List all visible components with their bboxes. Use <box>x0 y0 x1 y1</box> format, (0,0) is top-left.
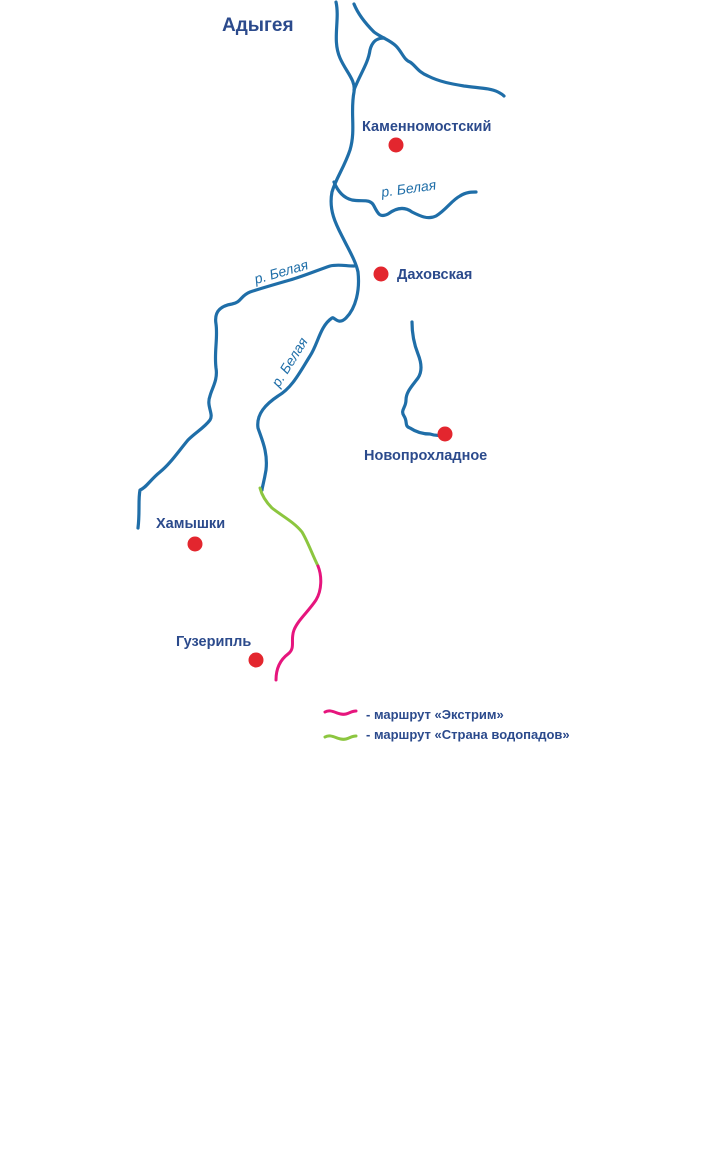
river-east-tributary <box>332 180 478 220</box>
river-label-east: р. Белая <box>379 176 437 200</box>
place-label-kamennomostsky: Каменномостский <box>362 119 491 135</box>
river-top-right <box>352 2 506 98</box>
river-main <box>256 0 361 492</box>
settlement-dot-khamyshki <box>187 536 203 552</box>
legend-swatch-waterfalls <box>323 734 358 741</box>
river-novoprokhladnoe <box>401 320 446 438</box>
legend-label-waterfalls: - маршрут «Страна водопадов» <box>366 727 570 742</box>
route-extreme-line <box>274 564 323 682</box>
legend-swatch-extreme <box>323 709 358 716</box>
river-network <box>136 0 506 530</box>
river-west-branch <box>136 263 356 530</box>
settlement-dot-dakhovskaya <box>373 266 389 282</box>
place-label-dakhovskaya: Даховская <box>397 267 472 283</box>
settlement-labels: Каменномостский Даховская Новопрохладное… <box>156 119 491 650</box>
settlement-dot-kamennomostsky <box>388 137 404 153</box>
settlement-markers <box>187 137 453 668</box>
region-label: Адыгея <box>222 15 294 36</box>
place-label-novoprokhladnoe: Новопрохладное <box>364 448 487 464</box>
place-label-guzeripl: Гузерипль <box>176 634 251 650</box>
settlement-dot-novoprokhladnoe <box>437 426 453 442</box>
river-top-left-branch <box>352 36 386 92</box>
settlement-dot-guzeripl <box>248 652 264 668</box>
legend-label-extreme: - маршрут «Экстрим» <box>366 707 504 722</box>
legend: - маршрут «Экстрим» - маршрут «Страна во… <box>323 707 570 742</box>
place-label-khamyshki: Хамышки <box>156 516 225 532</box>
route-waterfalls-line <box>258 486 320 568</box>
